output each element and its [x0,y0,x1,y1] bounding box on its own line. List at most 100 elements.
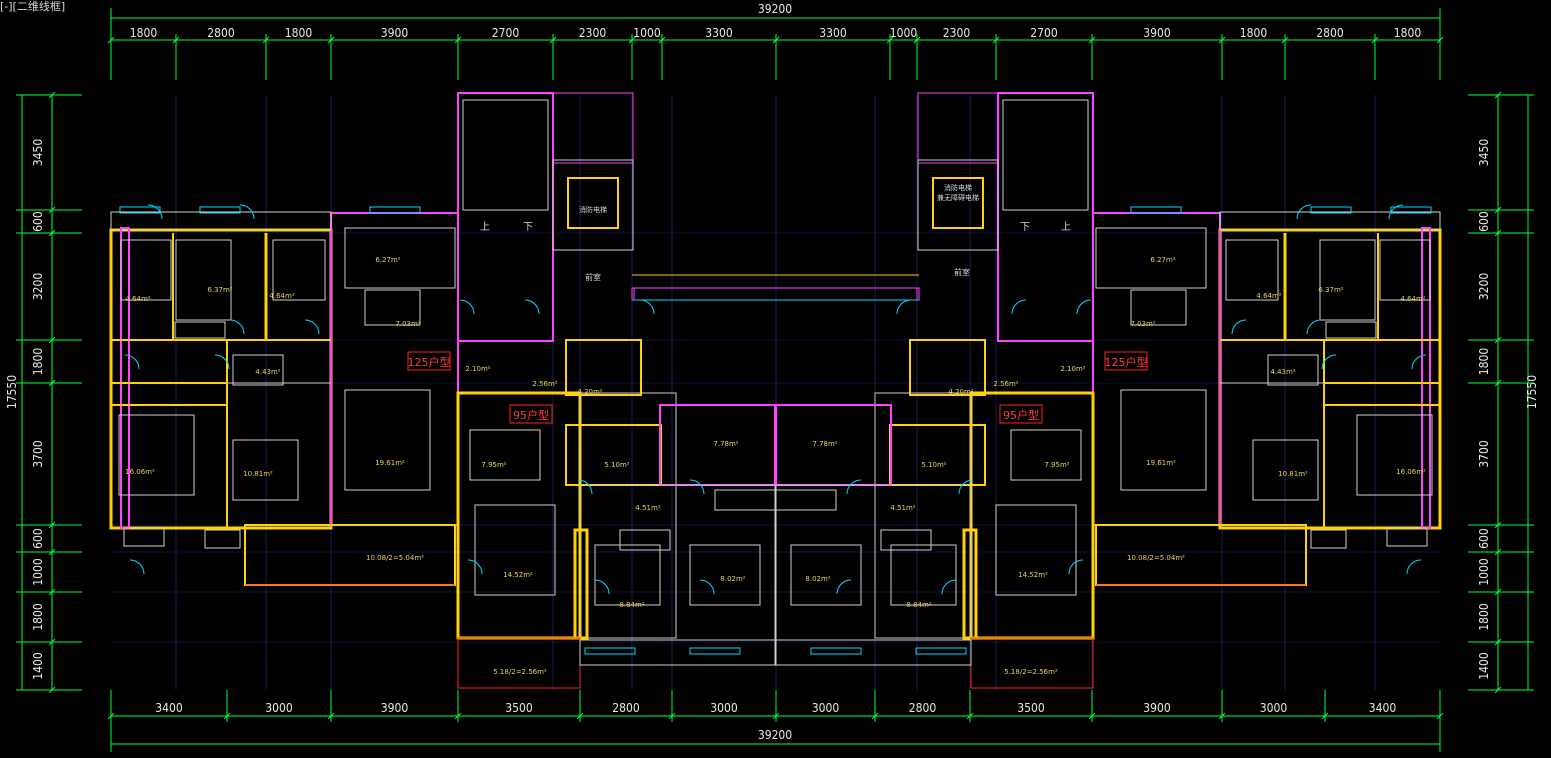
door-swing [1068,559,1084,575]
top-dim-label: 2800 [207,26,235,40]
door-swing [639,299,655,315]
room-area: 8.02m² [720,575,745,583]
elevator-car [567,177,619,229]
room-area: 2.10m² [465,365,490,373]
room-area: 6.27m² [375,256,400,264]
bottom-dim-label: 3900 [1143,701,1171,715]
dim-tick [1371,36,1379,44]
right-dim-label: 600 [1477,528,1491,549]
door-swing [459,299,475,315]
bottom-dim-label: 3000 [710,701,738,715]
room-area: 8.84m² [619,601,644,609]
bedroom-closet [1319,239,1376,321]
top-dim-label: 3300 [819,26,847,40]
room-area: 14.52m² [503,571,533,579]
door-swing [1406,559,1422,575]
stair-flight [462,99,549,211]
dim-tick [576,712,584,720]
right-dim-label: 1800 [1477,603,1491,631]
door-swing [214,354,230,370]
dim-tick [48,588,56,596]
stair-core [457,92,554,342]
dim-tick [1494,638,1502,646]
sofa [995,504,1077,596]
bottom-dim-label: 2800 [909,701,937,715]
room-area: 16.06m² [1396,468,1426,476]
air-con-pad [1310,529,1347,549]
bottom-dim-label: 3000 [265,701,293,715]
room-area: 7.03m² [1130,320,1155,328]
room-area: 10.81m² [1278,470,1308,478]
top-dim-label: 2300 [943,26,971,40]
door-swing [1076,299,1092,315]
dining-table [1010,429,1082,481]
window [915,647,967,655]
sofa [474,504,556,596]
dim-tick [107,712,115,720]
elevator-room [917,159,999,251]
top-dim-label: 1000 [890,26,918,40]
shaft [552,92,634,164]
bed [790,544,862,606]
right-total-dim: 17550 [1525,375,1539,409]
right-dim-label: 600 [1477,211,1491,232]
bottom-dim-label: 2800 [612,701,640,715]
dim-tick [628,36,636,44]
dim-tick [1321,712,1329,720]
north-balcony [1219,211,1441,231]
left-dim-label: 1800 [31,603,45,631]
left-dim-label: 1800 [31,348,45,376]
right-dim-label: 1800 [1477,348,1491,376]
door-swing [229,319,245,335]
door-swing [239,204,255,220]
door-swing [524,299,540,315]
room-area: 19.61m² [1146,459,1176,467]
right-dim-label: 3200 [1477,273,1491,301]
dim-tick [549,36,557,44]
right-dim-label: 3700 [1477,440,1491,468]
wardrobe [714,489,776,511]
dim-tick [262,36,270,44]
elevator-room [552,159,634,251]
elevator-label: 消防电梯 [579,205,607,214]
stair-up-label: 上 [480,221,490,233]
room-area: 4.64m² [1400,295,1425,303]
dim-tick [772,36,780,44]
unit-tag: 95户型 [513,408,549,422]
room-area: 7.03m² [395,320,420,328]
viewport-label[interactable]: [-][二维线框] [0,0,66,13]
wall-segment [573,528,589,640]
door-swing [1296,204,1312,220]
bottom-dim-label: 3500 [1017,701,1045,715]
top-total-dim: 39200 [758,2,792,16]
top-dim-label: 1800 [130,26,158,40]
dim-tick [1436,712,1444,720]
top-dim-label: 1800 [285,26,313,40]
room-area: 8.84m² [906,601,931,609]
dim-tick [1436,36,1444,44]
dim-tick [1494,206,1502,214]
unit-tag: 95户型 [1003,408,1039,422]
window [1390,206,1432,214]
west-wall-magenta [1421,227,1431,529]
room-area: 4.43m² [1270,368,1295,376]
door-swing [124,354,140,370]
stair-flight [1002,99,1089,211]
door-swing [896,299,912,315]
top-dim-label: 2700 [1030,26,1058,40]
room-area: 7.95m² [1044,461,1069,469]
corridor-link [631,287,918,301]
room-area: 8.02m² [805,575,830,583]
bed [890,544,957,606]
room-area: 4.51m² [635,504,660,512]
window [119,206,161,214]
window [1310,206,1352,214]
room-area: 10.08/2=5.04m² [366,554,424,562]
air-con-pad [204,529,241,549]
dim-tick [327,712,335,720]
dim-tick [1494,379,1502,387]
dim-tick [48,686,56,694]
dim-tick [992,36,1000,44]
bottom-dim-label: 3000 [1260,701,1288,715]
